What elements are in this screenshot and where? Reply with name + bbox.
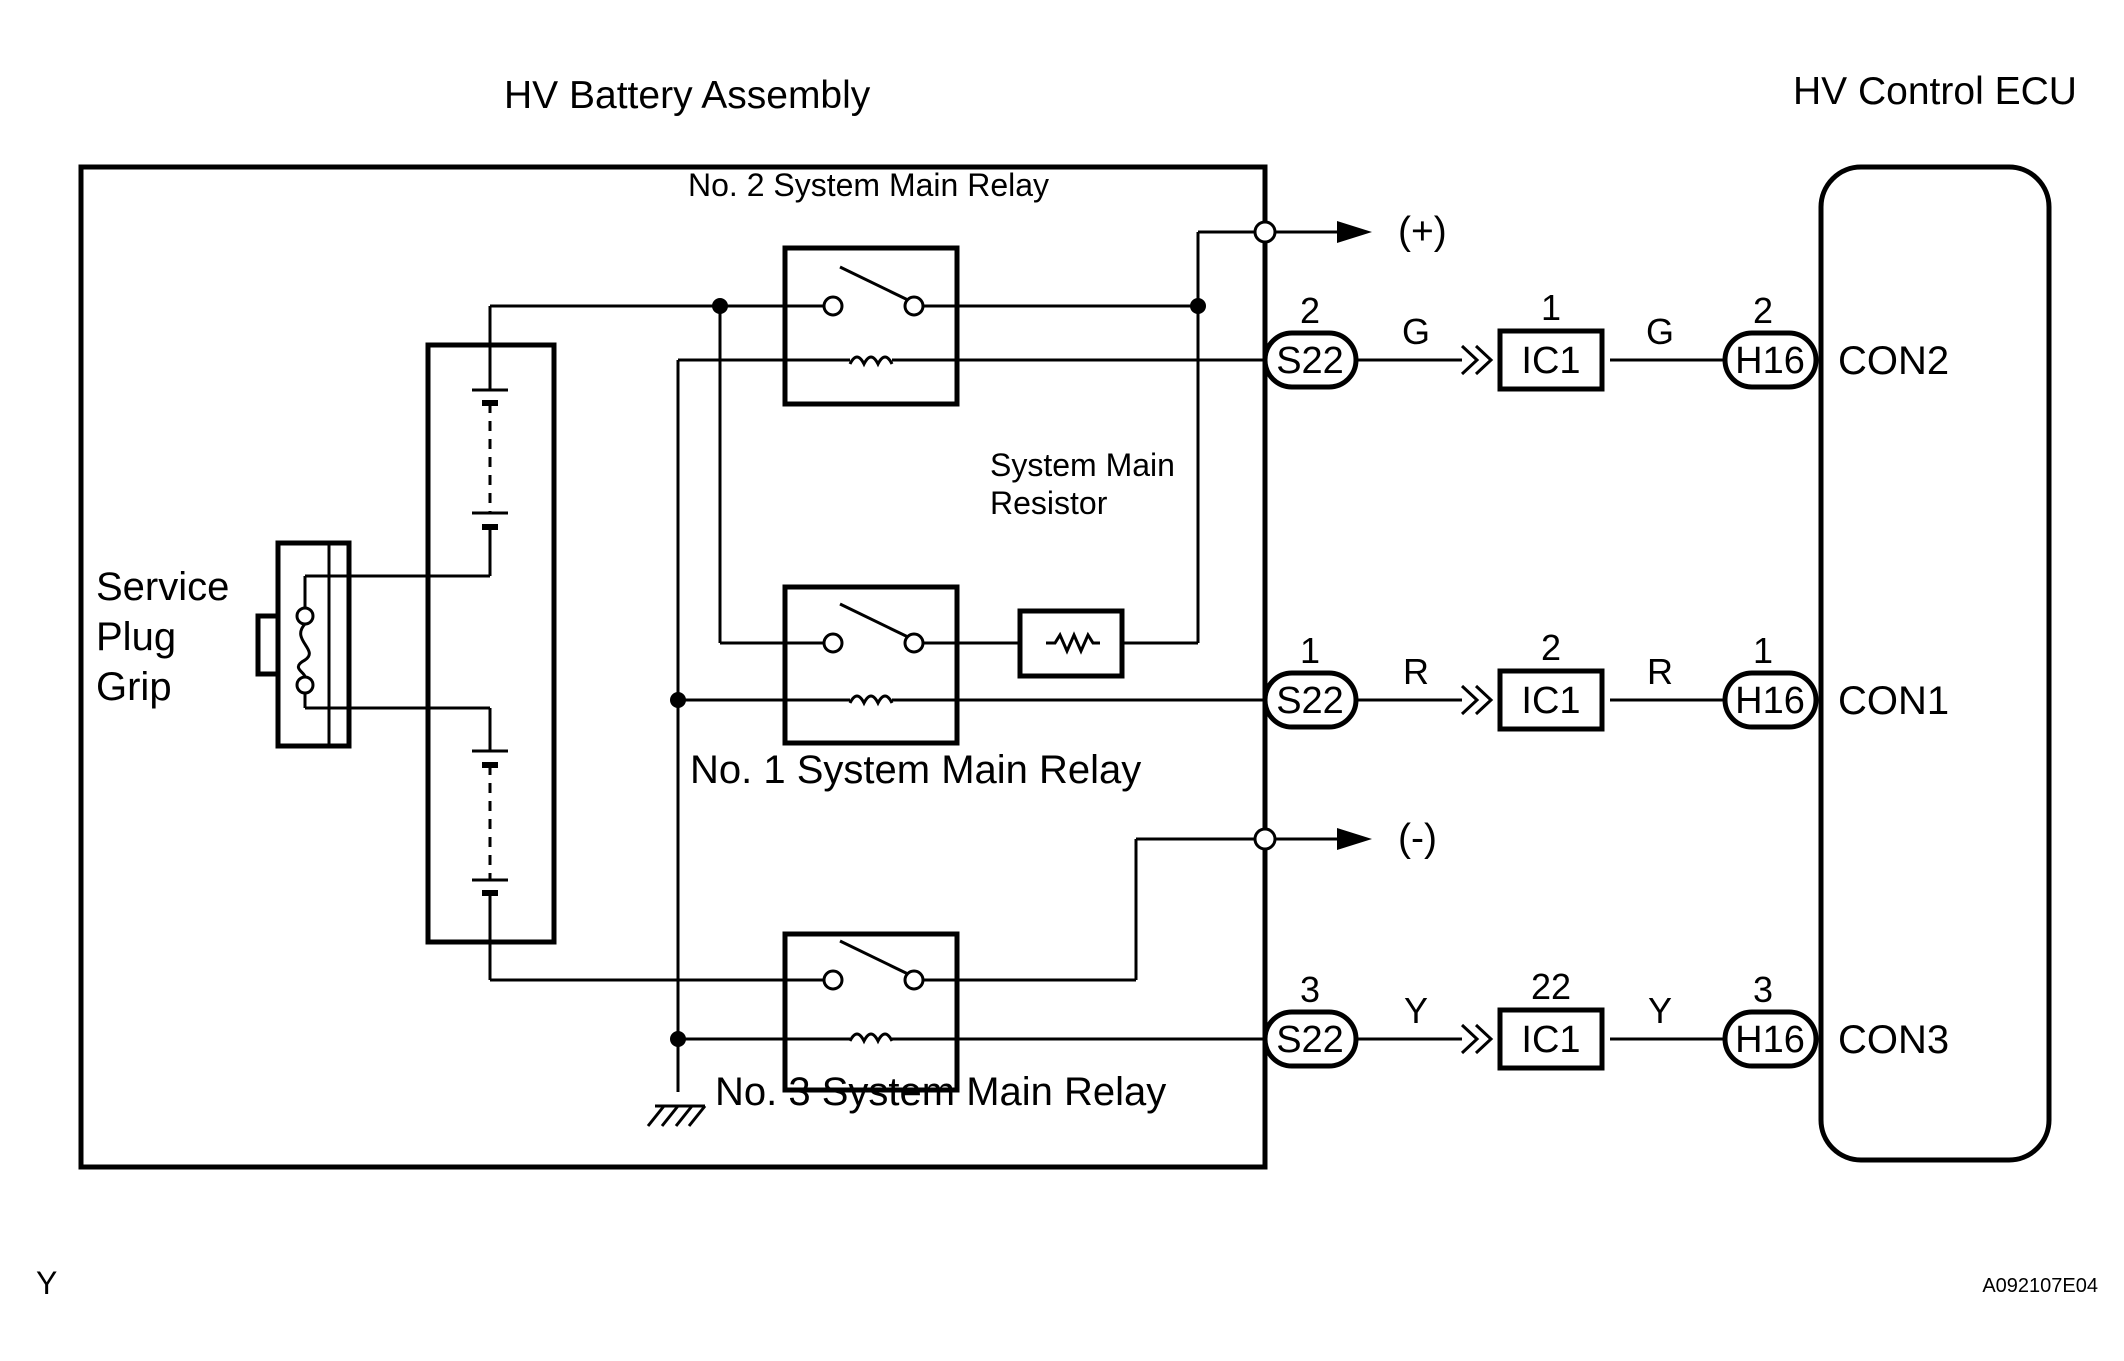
- figure-id: A092107E04: [1982, 1275, 2098, 1297]
- wire-color-label: R: [1647, 651, 1673, 692]
- ecu-connector-pill: [1722, 330, 1819, 390]
- junction-pin-number: 22: [1531, 966, 1571, 1007]
- wire-color-label: R: [1403, 651, 1429, 692]
- positive-wiring: [490, 220, 1372, 645]
- ecu-title: HV Control ECU: [1793, 70, 2077, 113]
- circuit-rows: S222GIC11GH162CON2S221RIC12RH161CON1S223…: [1262, 287, 1949, 1071]
- ecu-pin-number: 1: [1753, 630, 1773, 671]
- wire-color-label: Y: [1648, 990, 1672, 1031]
- connector-chevron: [1474, 344, 1494, 376]
- battery-pin-number: 3: [1300, 969, 1320, 1010]
- ecu-terminal-label: CON2: [1838, 339, 1949, 383]
- battery-connector-pill: [1262, 1009, 1359, 1069]
- ecu-pin-number: 3: [1753, 969, 1773, 1010]
- junction-connector-label: IC1: [1521, 680, 1580, 722]
- relay-no3: [782, 931, 960, 1093]
- connector-chevron: [1474, 684, 1494, 716]
- ecu-connector-label: H16: [1735, 680, 1805, 722]
- battery-connector-pill: [1262, 330, 1359, 390]
- wire-color-label: G: [1402, 311, 1430, 352]
- resistor-label-1: System Main: [990, 447, 1175, 483]
- relay-no1-label: No. 1 System Main Relay: [690, 748, 1141, 792]
- battery-assembly-box: [78, 164, 1268, 1170]
- battery-connector-label: S22: [1276, 1019, 1344, 1061]
- junction-connector-box: [1497, 668, 1605, 732]
- battery-pin-number: 1: [1300, 630, 1320, 671]
- footer-code: Y: [36, 1265, 57, 1301]
- ecu-terminal-label: CON1: [1838, 679, 1949, 723]
- junction-pin-number: 2: [1541, 627, 1561, 668]
- relay-no2: [782, 245, 960, 407]
- plug-label-2: Plug: [96, 615, 176, 659]
- ecu-connector-label: H16: [1735, 1019, 1805, 1061]
- junction-connector-box: [1497, 328, 1605, 392]
- ecu-connector-pill: [1722, 670, 1819, 730]
- battery-stack: [425, 342, 557, 945]
- connector-chevron: [1460, 1023, 1480, 1055]
- system-main-resistor: [1017, 608, 1125, 679]
- negative-wiring: [490, 827, 1372, 982]
- battery-pin-number: 2: [1300, 290, 1320, 331]
- connector-chevron: [1460, 344, 1480, 376]
- battery-connector-label: S22: [1276, 680, 1344, 722]
- battery-connector-label: S22: [1276, 340, 1344, 382]
- ecu-terminal-label: CON3: [1838, 1018, 1949, 1062]
- relay-no3-label: No. 3 System Main Relay: [715, 1070, 1166, 1114]
- positive-terminal: (+): [1398, 210, 1447, 253]
- battery-assembly-title: HV Battery Assembly: [504, 74, 871, 117]
- battery-cells: [472, 306, 508, 980]
- wire-color-label: G: [1646, 311, 1674, 352]
- junction-pin-number: 1: [1541, 287, 1561, 328]
- ecu-connector-label: H16: [1735, 340, 1805, 382]
- relay-no1: [782, 584, 960, 746]
- ground-symbol: [646, 1104, 707, 1127]
- resistor-label-2: Resistor: [990, 485, 1108, 521]
- plug-label-3: Grip: [96, 665, 172, 709]
- connector-chevron: [1474, 1023, 1494, 1055]
- junction-connector-label: IC1: [1521, 1019, 1580, 1061]
- ecu-connector-pill: [1722, 1009, 1819, 1069]
- relay-no2-label: No. 2 System Main Relay: [688, 167, 1049, 203]
- coil-wiring: [670, 358, 1265, 1092]
- junction-connector-box: [1497, 1007, 1605, 1071]
- negative-terminal: (-): [1398, 817, 1437, 860]
- wire-color-label: Y: [1404, 990, 1428, 1031]
- battery-connector-pill: [1262, 670, 1359, 730]
- junction-connector-label: IC1: [1521, 340, 1580, 382]
- connector-chevron: [1460, 684, 1480, 716]
- ecu-pin-number: 2: [1753, 290, 1773, 331]
- ecu-box: [1818, 164, 2052, 1163]
- plug-label-1: Service: [96, 565, 229, 609]
- service-plug-grip: [255, 540, 490, 749]
